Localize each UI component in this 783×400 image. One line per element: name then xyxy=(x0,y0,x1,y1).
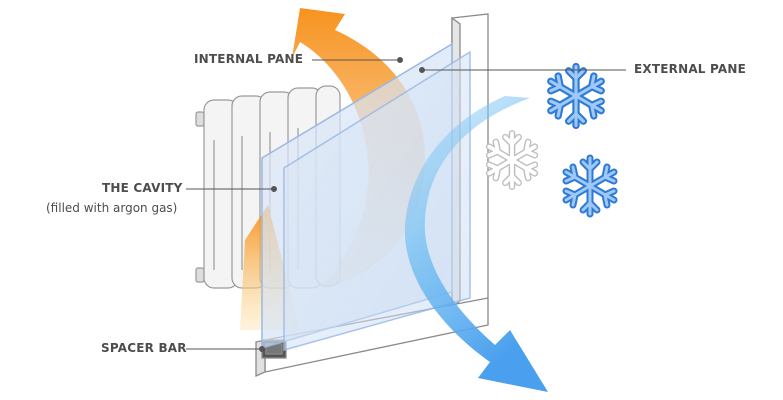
internal-pane-label: INTERNAL PANE xyxy=(194,52,304,66)
cold-air-arrow xyxy=(404,96,548,392)
external-pane-label: EXTERNAL PANE xyxy=(634,62,747,76)
cavity-note: (filled with argon gas) xyxy=(46,201,178,215)
cavity-label: THE CAVITY xyxy=(102,181,183,195)
snowflake-icon xyxy=(566,158,614,214)
snowflake-icon xyxy=(551,67,601,126)
spacer-bar-label: SPACER BAR xyxy=(101,341,187,355)
leader-lines xyxy=(186,57,626,352)
snowflake-icon xyxy=(489,133,535,186)
